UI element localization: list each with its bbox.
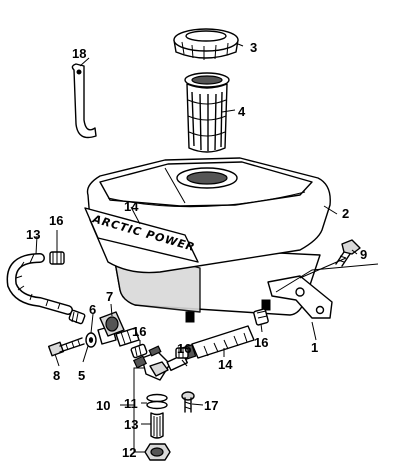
mounting-bracket (267, 257, 379, 319)
callout-4: 4 (238, 104, 246, 119)
fuel-tank: ARCTIC POWER (84, 157, 331, 323)
callout-13: 13 (124, 417, 138, 432)
hose-clamp-right-lower (253, 308, 269, 326)
callout-14-right: 14 (218, 357, 233, 372)
screw (181, 391, 195, 413)
callout-12: 12 (122, 445, 136, 460)
callout-17: 17 (204, 398, 218, 413)
callout-16-center: 16 (177, 341, 191, 356)
callout-16-top-left: 16 (49, 213, 63, 228)
hose-clamp-center (175, 347, 189, 359)
callout-15: 14 (124, 199, 139, 214)
callout-7: 7 (106, 289, 113, 304)
callout-16-left: 16 (132, 324, 146, 339)
o-rings (146, 393, 168, 410)
callout-2: 2 (342, 206, 349, 221)
callout-6: 6 (89, 302, 96, 317)
callout-10: 10 (96, 398, 110, 413)
nut (144, 443, 171, 461)
hose-clamp-petcock (130, 343, 148, 359)
callout-5: 5 (78, 368, 85, 383)
callout-11: 11 (124, 396, 138, 411)
filler-strainer (184, 72, 230, 153)
fuel-cap (173, 28, 239, 60)
callout-16-right: 16 (254, 335, 268, 350)
callout-18: 18 (72, 46, 86, 61)
callout-14-left: 13 (26, 227, 40, 242)
hose-clamp-top-left (49, 251, 65, 265)
callout-1: 1 (311, 340, 318, 355)
fuel-filter (150, 412, 164, 439)
retaining-strap (71, 63, 97, 139)
leader-lines (35, 43, 358, 453)
fuel-line-right (181, 325, 255, 361)
fuel-line-left (6, 253, 73, 315)
fitting-chain (47, 311, 140, 357)
callout-8: 8 (53, 368, 60, 383)
callouts: 3 4 18 2 14 9 1 16 13 7 6 16 16 16 14 8 … (26, 40, 367, 460)
hose-clamp-left-lower (68, 309, 86, 325)
bolt (335, 239, 361, 267)
brand-decal (84, 207, 199, 263)
fuel-petcock (132, 345, 188, 381)
callout-9: 9 (360, 247, 367, 262)
callout-3: 3 (250, 40, 257, 55)
